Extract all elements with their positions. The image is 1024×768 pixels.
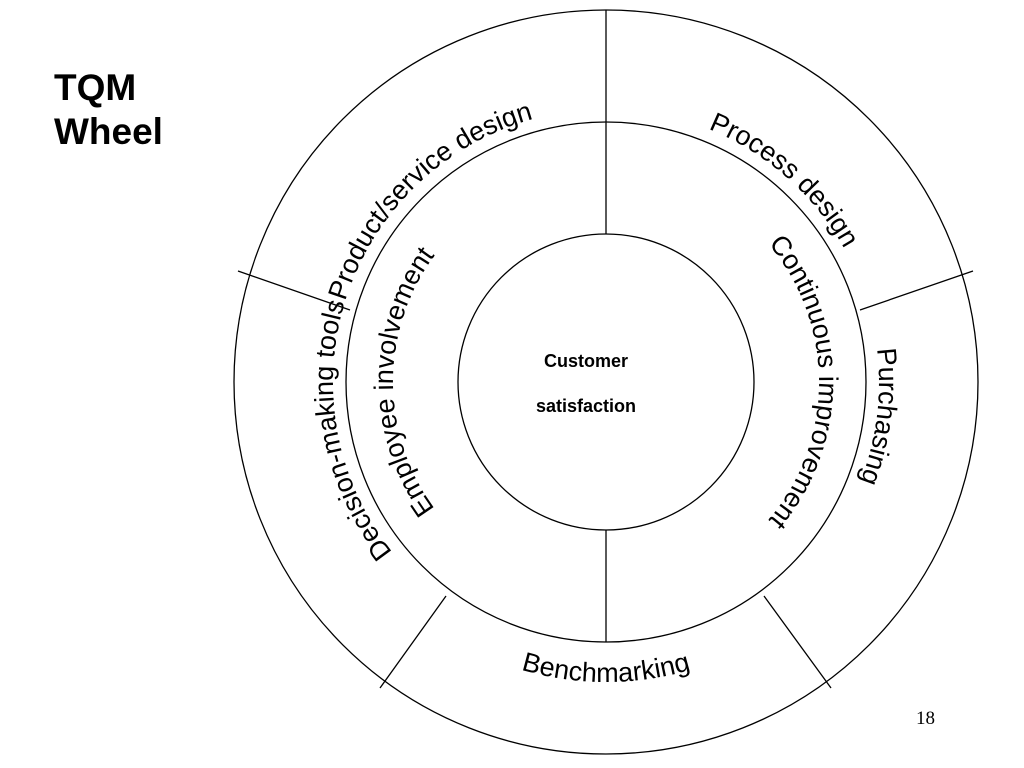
inner-label-employee-involvement: Employee involvement bbox=[369, 241, 440, 523]
outer-label-process-design: Process design bbox=[706, 107, 865, 252]
segment-dividers bbox=[237, 10, 974, 689]
title-line-2: Wheel bbox=[54, 111, 163, 152]
inner-label-continuous-improvement: Continuous improvement bbox=[763, 229, 843, 536]
outer-label-purchasing: Purchasing bbox=[855, 347, 903, 490]
center-circle-outline bbox=[457, 233, 755, 531]
outer-divider-upper-left bbox=[237, 270, 351, 311]
outer-divider-lower-right bbox=[763, 595, 832, 689]
outer-label-benchmarking: Benchmarking bbox=[519, 647, 692, 688]
outer-divider-upper-right bbox=[859, 270, 974, 311]
center-label-line-2: satisfaction bbox=[536, 396, 636, 416]
outer-divider-lower-left bbox=[379, 595, 447, 689]
title-line-1: TQM bbox=[54, 67, 137, 108]
page-number: 18 bbox=[916, 708, 935, 729]
slide-title: TQM Wheel bbox=[54, 66, 163, 154]
center-label-line-1: Customer bbox=[544, 351, 628, 371]
